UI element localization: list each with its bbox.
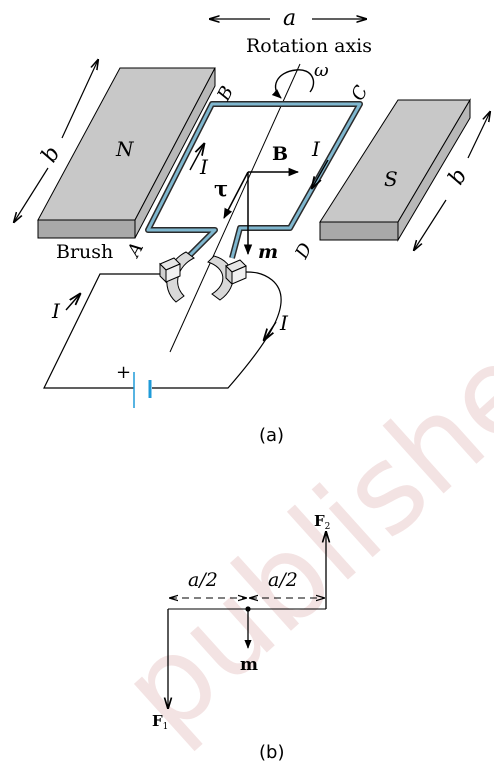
half-a-left-label: a/2 (188, 569, 218, 591)
force-1-symbol: F (152, 712, 163, 730)
magnet-south: S (319, 98, 471, 242)
field-label: B (272, 143, 288, 165)
corner-d-label: D (291, 239, 317, 263)
battery-plus-label: + (116, 362, 131, 383)
circuit-current-right: I (264, 311, 289, 340)
omega-label: ω (314, 60, 329, 81)
magnet-north: N (37, 67, 216, 239)
half-a-right-label: a/2 (268, 569, 298, 591)
corner-a-label: A (122, 239, 148, 262)
battery: + (116, 362, 152, 408)
loop-current-right-label: I (311, 137, 321, 161)
caption-a: (a) (259, 425, 284, 446)
torque-vector: τ (214, 171, 249, 219)
force-1-label: F1 (152, 712, 168, 732)
dimension-a: a (210, 6, 366, 31)
figure-b: F2 F1 m a/2 a/2 (152, 512, 330, 732)
field-vector: B (248, 143, 300, 177)
moment-vector: m (243, 172, 278, 263)
rotation-axis-line (169, 63, 301, 353)
dimension-b-right-label: b (444, 164, 473, 189)
brush-left (159, 257, 181, 284)
rotation-axis-label: Rotation axis (246, 35, 372, 57)
center-point (245, 606, 251, 612)
circuit-current-left-label: I (51, 299, 61, 323)
magnet-north-label: N (115, 137, 135, 161)
circuit-current-right-label: I (279, 311, 289, 335)
force-2-symbol: F (314, 512, 325, 530)
moment-label-b: m (240, 655, 258, 675)
loop-current-left: I (189, 144, 209, 179)
caption-b: (b) (259, 742, 284, 763)
dimension-a-label: a (283, 6, 296, 31)
loop-current-left-label: I (199, 155, 209, 179)
loop-current-right: I (311, 137, 329, 188)
brush-label: Brush (56, 241, 113, 263)
corner-c-label: C (347, 82, 372, 104)
force-1-subscript: 1 (163, 722, 169, 732)
force-2-label: F2 (314, 512, 330, 532)
moment-label: m (258, 241, 278, 263)
brush-right (225, 259, 247, 286)
magnet-south-label: S (384, 167, 398, 191)
external-circuit (43, 271, 282, 389)
watermark-text: published (96, 268, 494, 762)
dimension-b-left-label: b (37, 142, 66, 167)
circuit-current-left: I (51, 294, 80, 323)
omega-arrow: ω (271, 60, 329, 99)
force-2-subscript: 2 (325, 522, 331, 532)
torque-label: τ (214, 176, 228, 201)
